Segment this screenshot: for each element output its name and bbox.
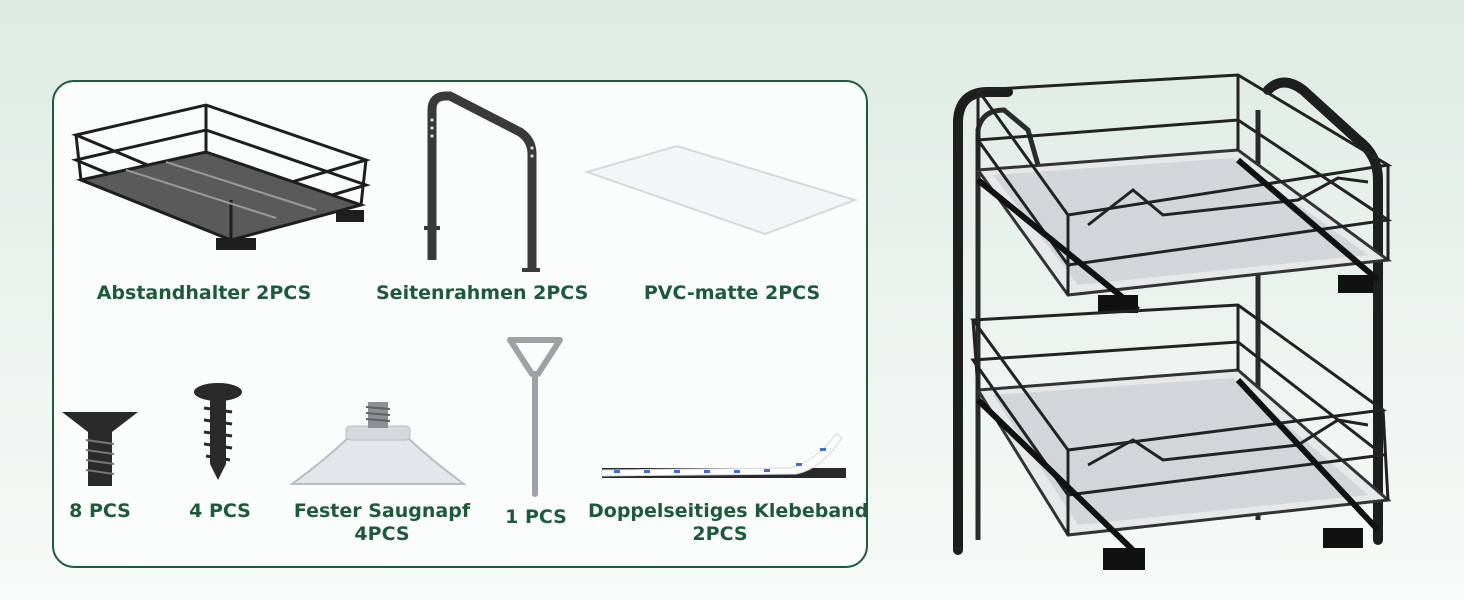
- part-label-seitenrahmen: Seitenrahmen 2PCS: [376, 282, 589, 304]
- part-label-key: 1 PCS: [505, 506, 567, 528]
- part-label-screw4: 4 PCS: [189, 500, 251, 522]
- part-label-screw8: 8 PCS: [69, 500, 131, 522]
- double-sided-tape-icon: [600, 430, 848, 484]
- part-label-suction-line2: 4PCS: [354, 523, 410, 545]
- part-label-suction-line1: Fester Saugnapf: [293, 500, 471, 522]
- flat-head-screw-icon: [60, 406, 140, 490]
- pvc-mat-icon: [585, 142, 857, 238]
- part-label-abstandhalter: Abstandhalter 2PCS: [96, 282, 312, 304]
- side-frame-icon: [410, 90, 550, 276]
- part-label-tape: Doppelseitiges Klebeband 2PCS: [588, 500, 869, 546]
- product-organizer-image: [938, 70, 1398, 580]
- hex-key-icon: [502, 334, 568, 500]
- part-label-tape-line2: 2PCS: [692, 523, 748, 545]
- parts-panel: [52, 80, 868, 568]
- pan-head-screw-icon: [190, 382, 246, 482]
- part-label-pvc: PVC-matte 2PCS: [643, 282, 821, 304]
- part-label-suction: Fester Saugnapf 4PCS: [292, 500, 472, 546]
- part-label-tape-line1: Doppelseitiges Klebeband: [588, 500, 869, 522]
- suction-cup-icon: [290, 400, 466, 490]
- wire-basket-icon: [66, 100, 372, 258]
